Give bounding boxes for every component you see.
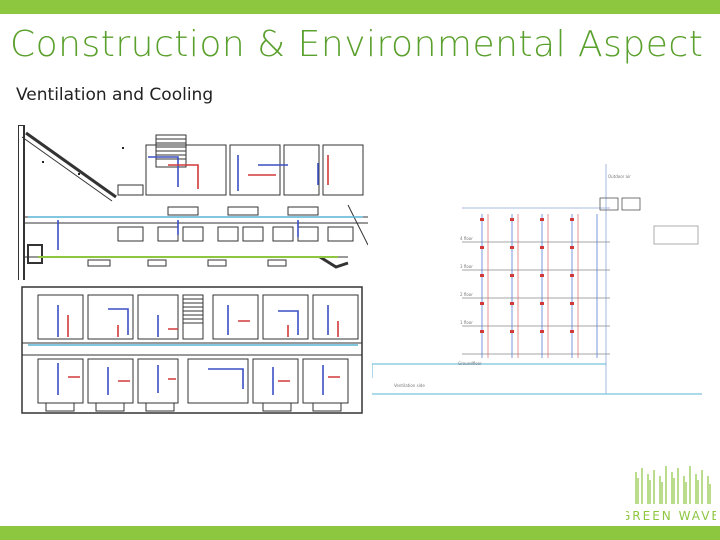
slide-subtitle: Ventilation and Cooling	[16, 85, 214, 105]
top-accent-bar	[0, 0, 720, 14]
svg-text:Ventilation side: Ventilation side	[394, 383, 425, 388]
green-wave-logo: GREEN WAVE	[626, 466, 716, 523]
svg-text:4 floor: 4 floor	[460, 236, 473, 241]
logo-text: GREEN WAVE	[626, 509, 716, 523]
upper-floor-plan	[18, 125, 368, 280]
slide-title: Construction & Environmental Aspect	[10, 24, 704, 65]
svg-text:2 floor: 2 floor	[460, 292, 473, 297]
ventilation-schematic: Outdoor air 4 floor 3 floor 2 floor 1 fl…	[372, 164, 702, 395]
svg-text:Groundfloor: Groundfloor	[458, 361, 482, 366]
bottom-accent-bar	[0, 526, 720, 540]
svg-text:1 floor: 1 floor	[460, 320, 473, 325]
svg-text:Outdoor air: Outdoor air	[608, 174, 631, 179]
svg-text:3 floor: 3 floor	[460, 264, 473, 269]
lower-floor-plan	[21, 286, 363, 414]
